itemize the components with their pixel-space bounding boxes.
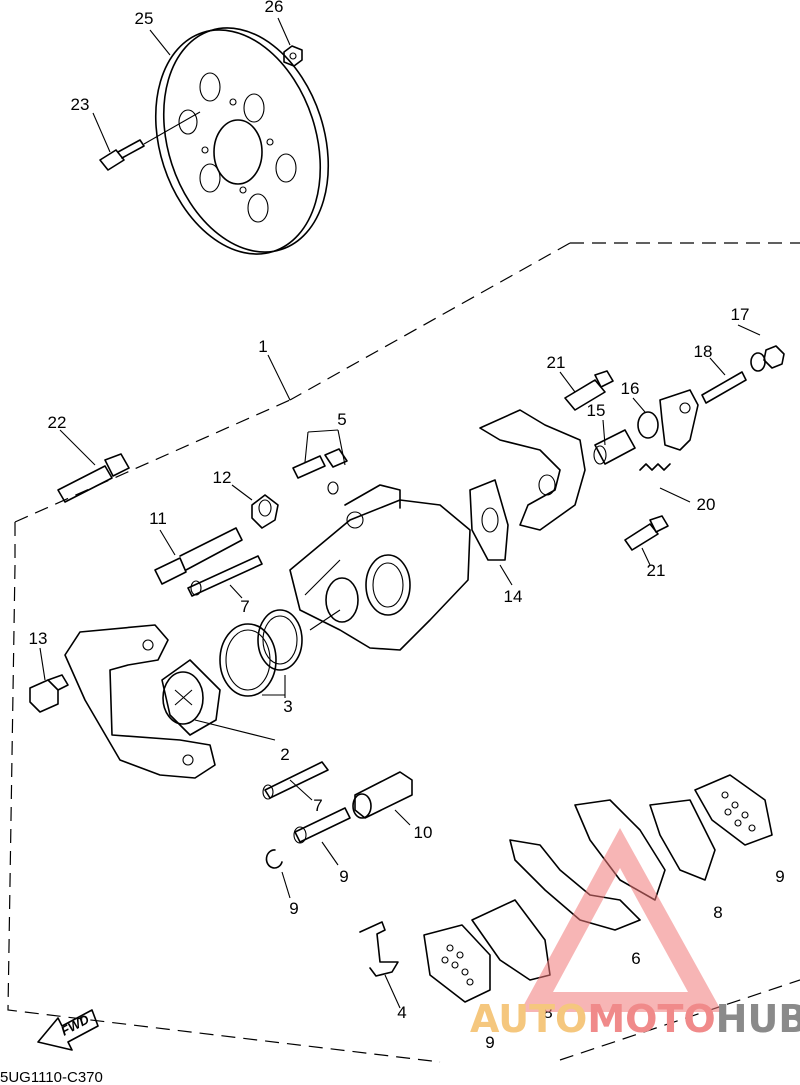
spring <box>639 463 671 471</box>
callout-18: 16 <box>621 379 640 398</box>
assembly-boundary <box>7 242 800 1063</box>
brake-disc <box>154 27 330 255</box>
fwd-label: FWD <box>58 1011 92 1038</box>
pad-shim-right <box>574 799 716 901</box>
leader-lines <box>39 17 761 1009</box>
callout-6: 6 <box>631 949 640 968</box>
callout-5: 5 <box>337 410 346 429</box>
bushing <box>352 771 413 819</box>
callout-21-lower: 21 <box>647 561 666 580</box>
disc-nut <box>283 45 303 67</box>
diagram-code: 5UG1110-C370 <box>0 1069 103 1085</box>
callout-9-right: 9 <box>775 867 784 886</box>
callout-24: 22 <box>48 413 67 432</box>
callout-13: 11 <box>149 509 167 528</box>
svg-text:AUTOMOTOHUB: AUTOMOTOHUB <box>470 997 800 1041</box>
callout-8-right: 8 <box>713 903 722 922</box>
support-bracket <box>64 624 216 779</box>
callout-11: 9 <box>289 899 298 918</box>
watermark-logo: AUTOMOTOHUB <box>470 828 800 1041</box>
guide-pin <box>154 527 243 585</box>
callout-7-upper: 7 <box>240 597 249 616</box>
callout-21-upper: 21 <box>547 353 566 372</box>
watermark-auto: AUTO <box>470 997 587 1041</box>
pad-spring <box>359 921 399 977</box>
fwd-arrow: FWD <box>37 1009 99 1051</box>
callout-eight-bottom: 8 <box>543 1003 552 1022</box>
callout-3: 3 <box>283 697 292 716</box>
callout-23: 25 <box>135 9 154 28</box>
callout-26: 26 <box>265 0 284 16</box>
callout-14: 12 <box>213 468 232 487</box>
callout-1: 1 <box>258 337 267 356</box>
caliper-bolt <box>293 807 351 844</box>
dust-cap <box>251 494 279 529</box>
o-ring <box>637 411 659 439</box>
pad-shim-left <box>471 899 551 981</box>
callout-16: 14 <box>504 587 523 606</box>
callout-19: 17 <box>731 305 750 324</box>
retaining-clip <box>265 849 283 869</box>
pad-pin-upper <box>187 555 263 597</box>
bracket-bolt <box>29 674 69 713</box>
watermark-hub: HUB <box>716 997 800 1041</box>
callout-2: 2 <box>280 745 289 764</box>
callout-17: 15 <box>587 401 606 420</box>
caliper-bracket <box>479 409 586 531</box>
adjust-screw <box>701 371 747 404</box>
watermark-moto: MOTO <box>587 997 715 1041</box>
gasket <box>469 479 509 561</box>
bracket-bolt-upper <box>564 370 614 411</box>
pad-clip <box>509 839 641 931</box>
pad-pin-lower <box>262 761 329 800</box>
bleed-screw <box>292 448 348 495</box>
caliper-body <box>289 484 471 651</box>
callout-12: 10 <box>414 823 433 842</box>
callout-labels: 25 26 23 1 5 22 12 11 7 13 3 2 7 10 9 9 … <box>29 0 785 1052</box>
piston <box>161 659 221 736</box>
piston-seals <box>219 609 303 697</box>
watermark-triangle <box>520 828 722 1012</box>
callout-22: 20 <box>697 495 716 514</box>
brake-pad-right <box>694 774 773 846</box>
disc-bolt <box>99 111 201 171</box>
callout-4: 4 <box>397 1003 406 1022</box>
callout-20: 18 <box>694 342 713 361</box>
callout-10: 9 <box>339 867 348 886</box>
adjust-nut <box>750 345 785 372</box>
mounting-bolt <box>57 453 130 503</box>
callout-7-lower: 7 <box>313 796 322 815</box>
brake-pad-left <box>423 924 491 1003</box>
callout-9-bottom: 9 <box>485 1033 494 1052</box>
callout-25: 23 <box>71 95 90 114</box>
slide-pin <box>593 429 636 465</box>
retainer-plate <box>659 389 699 451</box>
callout-15: 13 <box>29 629 48 648</box>
bracket-bolt-lower <box>624 515 669 551</box>
